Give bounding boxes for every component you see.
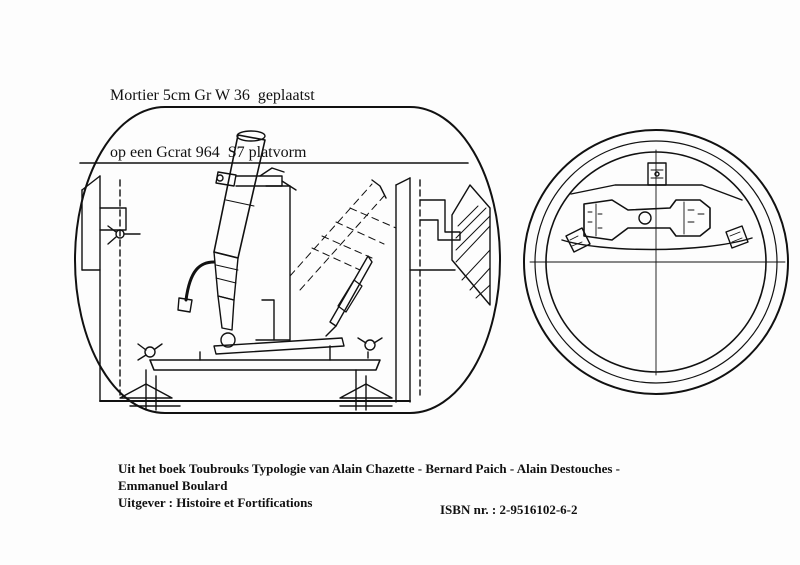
arc-bracket <box>371 179 387 199</box>
wing-nut-left-icon <box>107 225 141 245</box>
wing-nut-base-right-icon <box>357 337 383 359</box>
top-view <box>523 129 789 395</box>
side-view <box>74 106 501 414</box>
drawing-title: Mortier 5cm Gr W 36 geplaatst op een Gcr… <box>110 48 315 200</box>
support-column <box>255 185 291 341</box>
top-bracket <box>647 162 667 186</box>
clamp-left <box>565 227 591 253</box>
isbn-number: ISBN nr. : 2-9516102-6-2 <box>440 502 578 517</box>
wing-nut-base-left-icon <box>137 343 163 361</box>
floor-feet <box>119 369 393 411</box>
top-chord <box>570 184 743 201</box>
outer-ring <box>523 129 789 395</box>
source-caption: Uit het boek Toubrouks Typologie van Ala… <box>118 460 620 511</box>
left-wall <box>81 175 127 401</box>
baseplate <box>149 337 381 371</box>
adjusting-spindle <box>325 255 373 337</box>
title-line-1: Mortier 5cm Gr W 36 geplaatst <box>110 87 315 104</box>
title-line-2: op een Gcrat 964 S7 platvorm <box>110 144 307 161</box>
side-view-outline <box>74 106 501 414</box>
right-wall <box>395 177 461 403</box>
caption-line-1: Uit het boek Toubrouks Typologie van Ala… <box>118 461 620 476</box>
caption-line-2: Emmanuel Boulard <box>118 478 228 493</box>
elevation-handle <box>177 260 216 313</box>
baseplate-top-view <box>583 199 711 241</box>
alternate-position-dashes <box>289 183 397 291</box>
clamp-right <box>725 225 749 249</box>
caption-line-3: Uitgever : Histoire et Fortifications <box>118 495 313 510</box>
hatched-wall <box>451 184 491 306</box>
mortar-barrel <box>213 130 266 348</box>
